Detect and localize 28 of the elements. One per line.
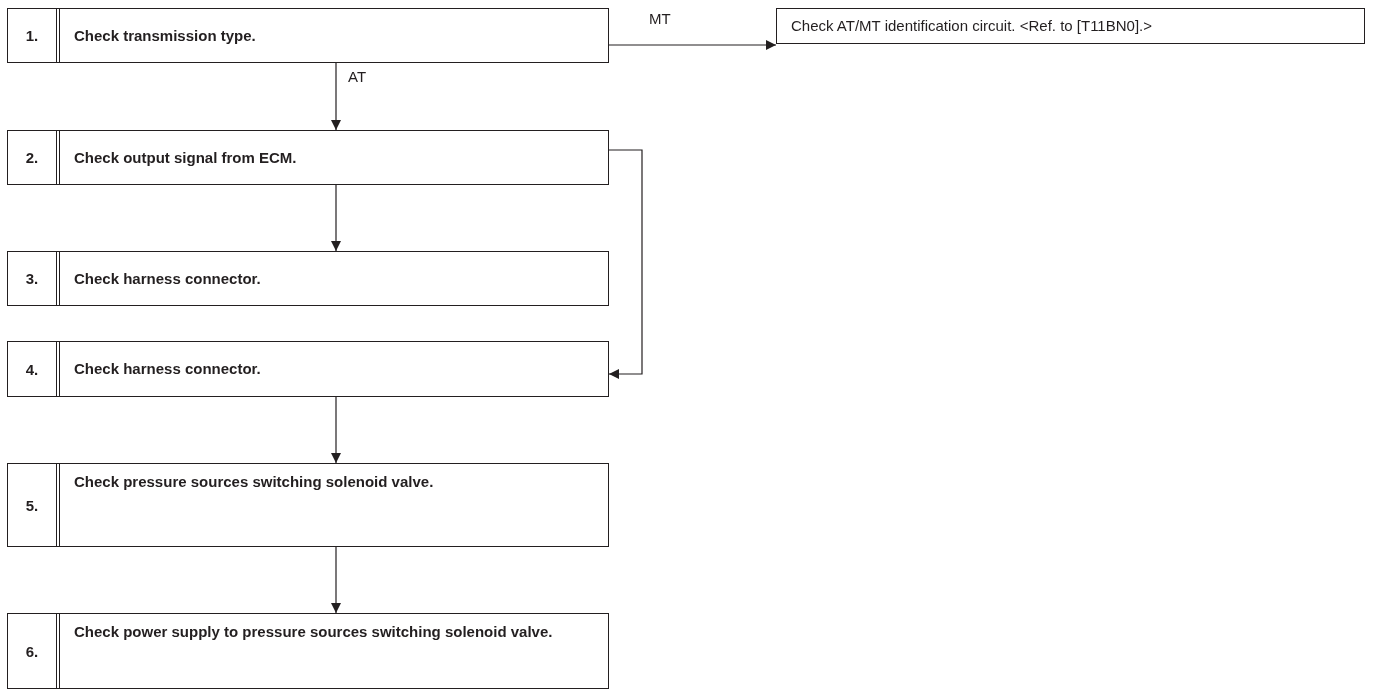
step-number: 3. [25,270,39,287]
step-text: Check output signal from ECM. [74,147,297,168]
edge-label: AT [348,69,367,84]
process-box [7,130,609,185]
arrow [608,149,643,379]
step-text: Check harness connector. [74,268,261,289]
arrow [331,184,341,252]
arrow [331,62,341,131]
arrow [608,40,777,50]
process-box [7,251,609,306]
arrow [331,396,341,464]
arrow [331,546,341,614]
step-number: 4. [25,360,39,378]
step-number: 2. [25,149,39,166]
step-text: Check power supply to pressure sources switching solenoid valve. [74,622,553,642]
process-box [7,613,609,689]
process-box [7,463,609,547]
process-box [7,341,609,397]
step-number: 1. [25,27,39,44]
step-text: Check AT/MT identification circuit. <Ref. to [T11BN0].> [791,16,1152,36]
step-text: Check harness connector. [74,359,261,379]
process-box [776,8,1365,44]
edge-label: MT [649,11,671,26]
step-text: Check transmission type. [74,25,256,46]
step-number: 5. [25,496,39,514]
step-text: Check pressure sources switching solenoid valve. [74,472,434,492]
step-number: 6. [25,642,39,660]
process-box [7,8,609,63]
